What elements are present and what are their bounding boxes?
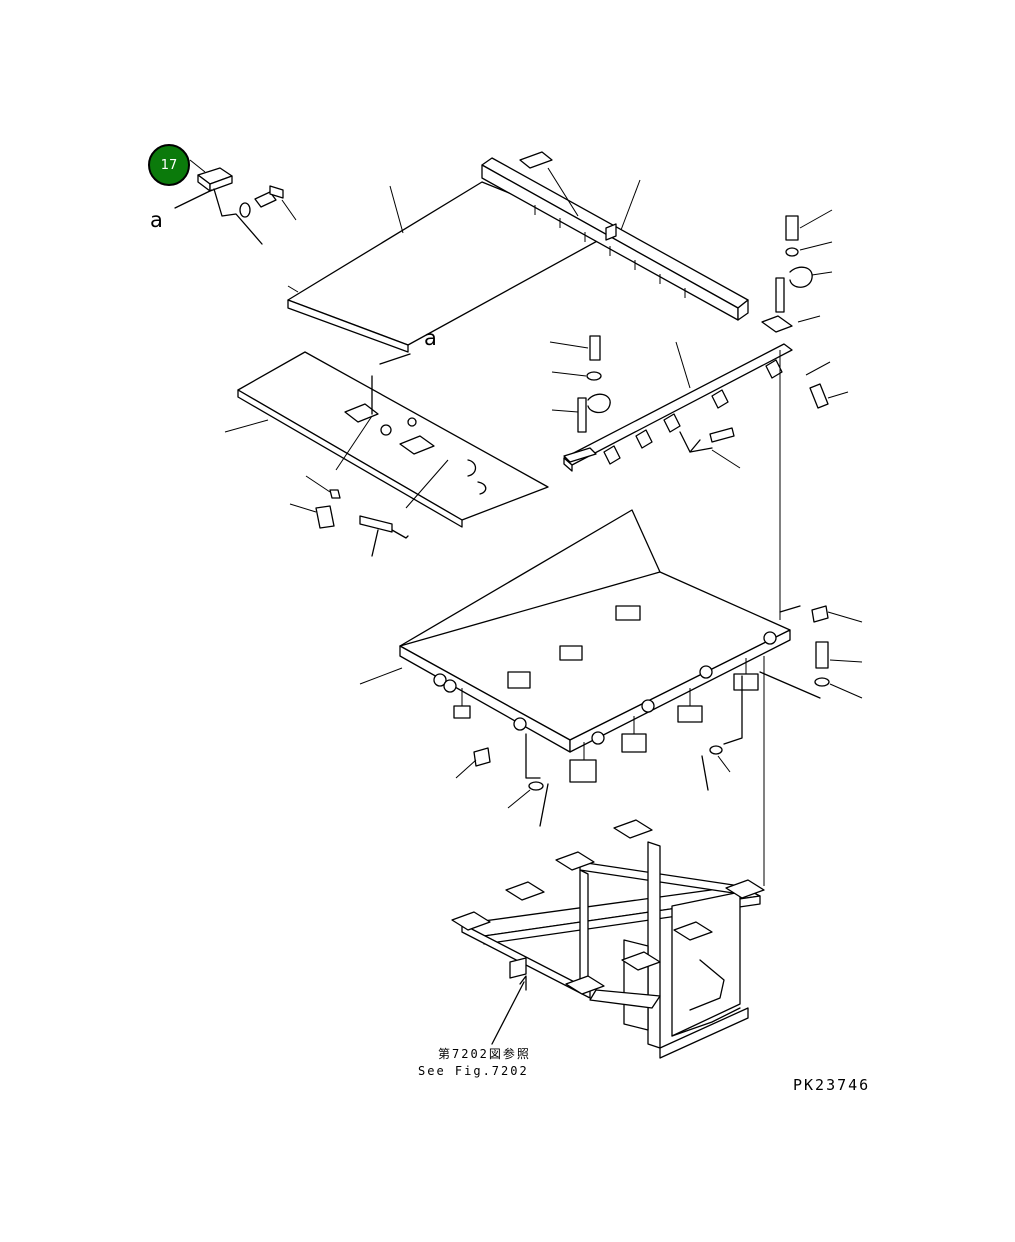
callout-number-badge[interactable]: 17 (148, 144, 190, 186)
top-cover-plate (287, 181, 611, 353)
reference-mark-a-lower: a (424, 326, 437, 350)
top-beam (481, 151, 749, 321)
mid-right-hardware (759, 605, 863, 699)
bolt-top-left (239, 185, 297, 221)
see-figure-note-jp: 第7202図参照 (438, 1047, 531, 1061)
upper-deck-plate (224, 351, 549, 528)
see-figure-note-en: See Fig.7202 (418, 1064, 529, 1078)
upper-right-hardware (761, 209, 849, 409)
note-leader (491, 981, 525, 1045)
reference-mark-a-upper: a (150, 208, 163, 232)
note-arrow (519, 975, 527, 991)
hinge-rail (549, 335, 793, 472)
bracket-part (174, 159, 263, 245)
drawing-number: PK23746 (793, 1076, 871, 1094)
see-figure-note: 第7202図参照 See Fig.7202 (418, 1046, 531, 1080)
main-deck (359, 509, 791, 827)
lower-frame (451, 819, 765, 1059)
alignment-lines (763, 350, 801, 886)
left-hardware (289, 475, 409, 557)
